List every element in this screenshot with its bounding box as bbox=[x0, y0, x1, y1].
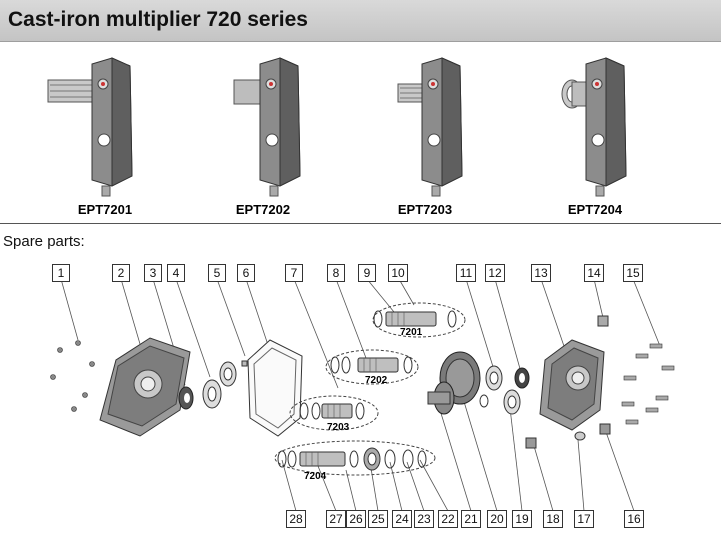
product-ept7204: EPT7204 bbox=[530, 52, 660, 222]
callout-23: 23 bbox=[414, 510, 434, 528]
gearbox-image-ept7202 bbox=[233, 57, 301, 197]
callout-5: 5 bbox=[208, 264, 226, 282]
product-code: EPT7204 bbox=[567, 202, 623, 217]
callout-26: 26 bbox=[346, 510, 366, 528]
callout-10: 10 bbox=[388, 264, 408, 282]
shaft-label-7201: 7201 bbox=[400, 327, 423, 338]
callout-18: 18 bbox=[543, 510, 563, 528]
callout-2: 2 bbox=[112, 264, 130, 282]
callout-25: 25 bbox=[368, 510, 388, 528]
callout-8: 8 bbox=[327, 264, 345, 282]
callout-11: 11 bbox=[456, 264, 476, 282]
product-code: EPT7201 bbox=[77, 202, 133, 217]
section-divider bbox=[0, 223, 721, 224]
gearbox-image-ept7203 bbox=[397, 57, 463, 197]
callout-1: 1 bbox=[52, 264, 70, 282]
callout-6: 6 bbox=[237, 264, 255, 282]
gearbox-image-ept7204 bbox=[561, 57, 627, 197]
callout-27: 27 bbox=[326, 510, 346, 528]
callout-24: 24 bbox=[392, 510, 412, 528]
callout-22: 22 bbox=[438, 510, 458, 528]
gearbox-image-ept7201 bbox=[47, 57, 133, 197]
callout-19: 19 bbox=[512, 510, 532, 528]
callout-20: 20 bbox=[487, 510, 507, 528]
title-bar: Cast-iron multiplier 720 series bbox=[0, 0, 721, 42]
callout-12: 12 bbox=[485, 264, 505, 282]
callout-17: 17 bbox=[574, 510, 594, 528]
callout-21: 21 bbox=[461, 510, 481, 528]
product-code: EPT7203 bbox=[397, 202, 453, 217]
callout-3: 3 bbox=[144, 264, 162, 282]
spare-parts-title: Spare parts: bbox=[3, 233, 85, 250]
callout-7: 7 bbox=[285, 264, 303, 282]
product-code: EPT7202 bbox=[235, 202, 291, 217]
callout-15: 15 bbox=[623, 264, 643, 282]
shaft-label-7204: 7204 bbox=[304, 471, 327, 482]
shaft-label-7203: 7203 bbox=[327, 422, 350, 433]
product-ept7203: EPT7203 bbox=[360, 52, 490, 222]
callout-13: 13 bbox=[531, 264, 551, 282]
callout-28: 28 bbox=[286, 510, 306, 528]
callout-14: 14 bbox=[584, 264, 604, 282]
callout-16: 16 bbox=[624, 510, 644, 528]
product-ept7202: EPT7202 bbox=[198, 52, 328, 222]
page-title: Cast-iron multiplier 720 series bbox=[8, 8, 308, 31]
callout-9: 9 bbox=[358, 264, 376, 282]
callout-4: 4 bbox=[167, 264, 185, 282]
product-ept7201: EPT7201 bbox=[40, 52, 170, 222]
shaft-label-7202: 7202 bbox=[365, 375, 388, 386]
